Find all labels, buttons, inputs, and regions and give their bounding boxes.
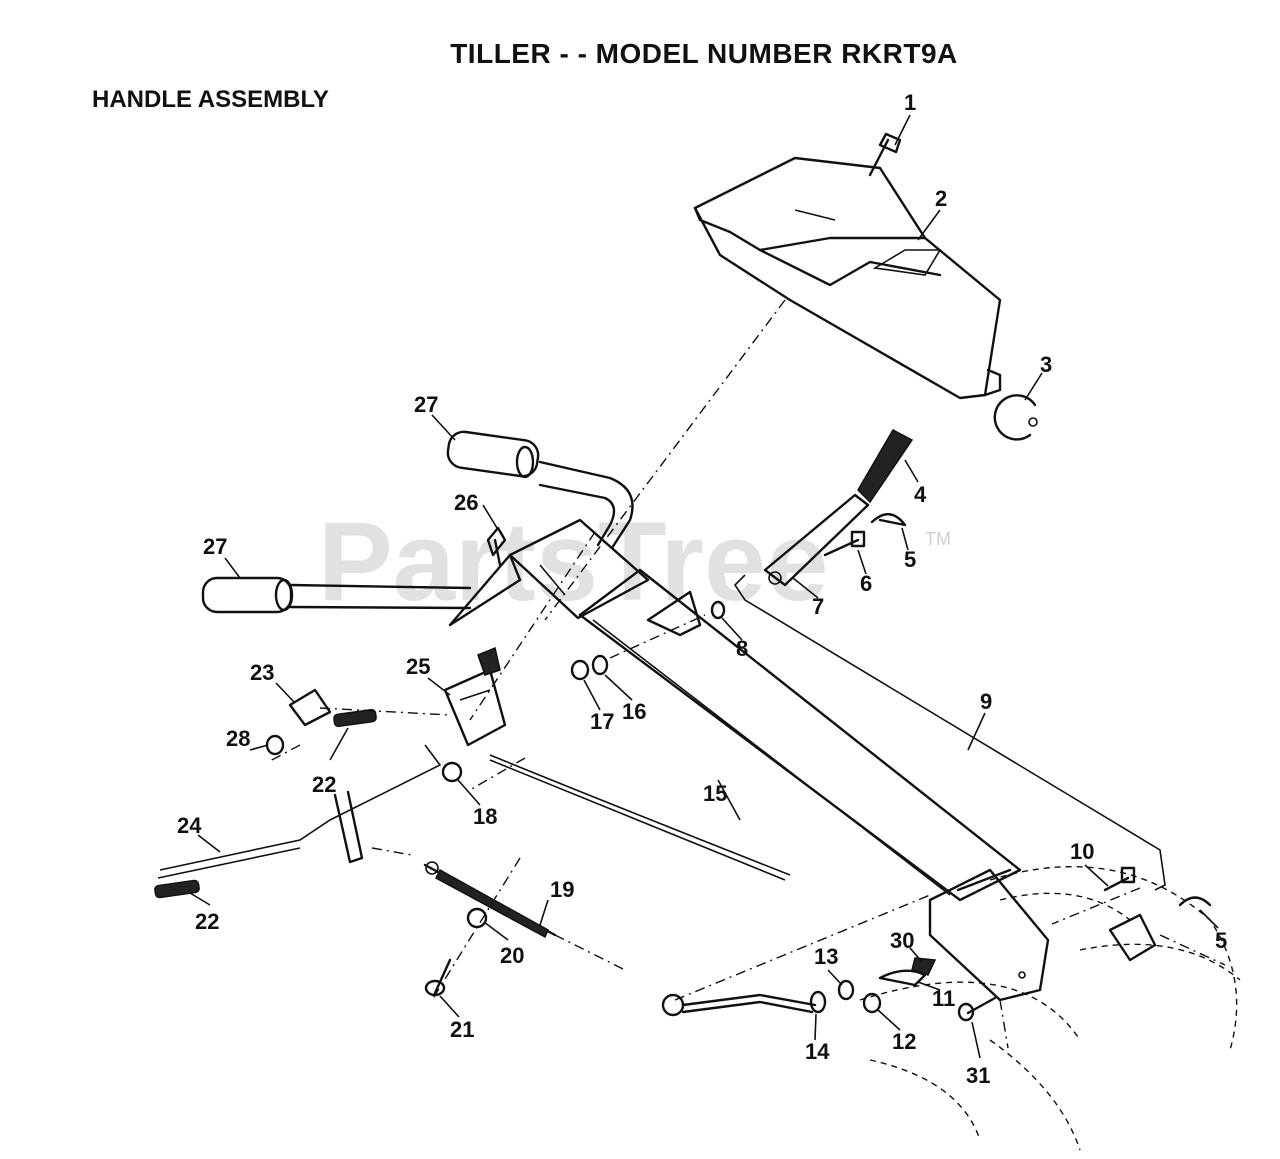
callout-19: 19: [550, 877, 574, 902]
callout-4: 4: [914, 482, 927, 507]
callout-11: 11: [932, 986, 955, 1011]
control-console: [693, 156, 1002, 400]
bolt-26: [486, 526, 507, 567]
assembly-lines: [267, 299, 1226, 1049]
callout-27-lower: 27: [203, 534, 227, 559]
callout-23: 23: [250, 660, 274, 685]
throttle-cable: [489, 754, 791, 881]
callout-31: 31: [966, 1063, 990, 1088]
detent-11: [878, 969, 927, 987]
bolt-31: [957, 996, 997, 1022]
watermark-trademark: TM: [925, 529, 951, 549]
clevis-bracket: [1108, 896, 1212, 962]
callout-28: 28: [226, 726, 250, 751]
clip-23: [288, 688, 332, 727]
bolt-10: [1103, 866, 1136, 892]
callout-7: 7: [812, 594, 824, 619]
nut-12: [862, 992, 882, 1014]
lever-rod-24: [157, 744, 442, 879]
control-bracket: [443, 646, 507, 747]
nut-17: [570, 659, 590, 681]
assembly-name: HANDLE ASSEMBLY: [92, 86, 329, 113]
grip-upper: [446, 430, 540, 479]
callout-12: 12: [892, 1029, 916, 1054]
callout-18: 18: [473, 804, 497, 829]
clutch-rod: [733, 574, 1166, 891]
handle-tube: [578, 568, 1022, 902]
callout-9: 9: [980, 689, 992, 714]
handlebar: [288, 460, 634, 610]
washer-13: [837, 979, 855, 1001]
bolt-6: [823, 530, 866, 557]
mounting-plate: [928, 868, 1050, 1002]
clutch-lever: [763, 429, 914, 587]
screw-1: [868, 132, 902, 177]
callout-3: 3: [1040, 352, 1052, 377]
callout-30: 30: [890, 928, 914, 953]
spring-22-lower: [154, 879, 200, 899]
diagram-title: TILLER - - MODEL NUMBER RKRT9A: [450, 38, 958, 69]
callout-6: 6: [860, 571, 872, 596]
callout-5-lower: 5: [1215, 928, 1227, 953]
callout-8: 8: [736, 636, 748, 661]
callout-5-upper: 5: [904, 547, 916, 572]
washer-16: [591, 654, 609, 676]
callout-14: 14: [805, 1039, 830, 1064]
callout-24: 24: [177, 813, 202, 838]
callout-16: 16: [622, 699, 646, 724]
callout-15: 15: [703, 781, 727, 806]
leader-lines: [189, 114, 1219, 1059]
callout-2: 2: [935, 186, 947, 211]
callout-22-upper: 22: [312, 772, 336, 797]
callout-27-upper: 27: [414, 392, 438, 417]
retaining-ring-3: [993, 394, 1038, 441]
callout-1: 1: [904, 90, 916, 115]
callout-10: 10: [1070, 839, 1094, 864]
callout-17: 17: [590, 709, 614, 734]
grip-lower: [201, 576, 294, 614]
callout-25: 25: [406, 654, 430, 679]
tiller-body-outline: [859, 866, 1241, 1151]
callout-21: 21: [450, 1017, 474, 1042]
callout-26: 26: [454, 490, 478, 515]
nut-18: [441, 761, 463, 783]
callout-20: 20: [500, 943, 524, 968]
callout-22-lower: 22: [195, 909, 219, 934]
hairpin-5-upper: [870, 513, 907, 527]
nut-28: [265, 734, 285, 756]
callout-13: 13: [814, 944, 838, 969]
spring-30: [911, 957, 937, 976]
watermark-text: PartsTree: [318, 499, 829, 624]
spring-22-upper: [333, 708, 377, 728]
handle-bracket: [448, 518, 702, 637]
shift-lever: [661, 990, 827, 1017]
callout-labels: 1 2 3 4 5 5 6 7 8 9 10 11 12 13 14 15 16…: [177, 90, 1227, 1088]
spacer-8: [710, 600, 726, 620]
